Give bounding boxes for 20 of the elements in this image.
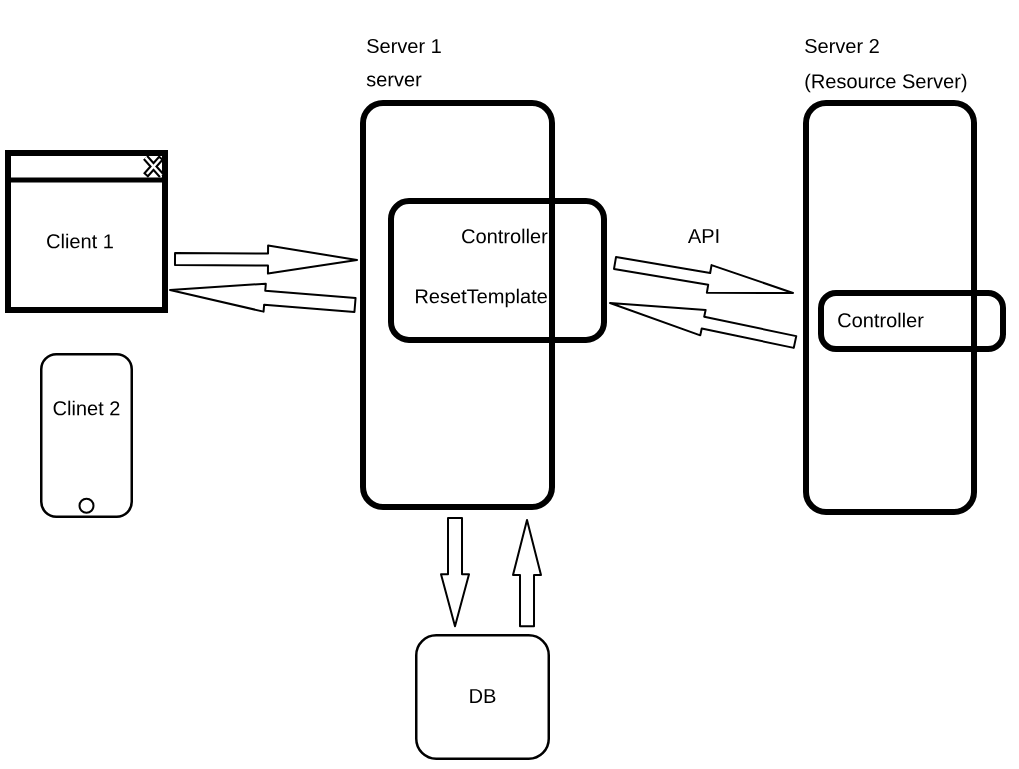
block-arrow (613, 256, 794, 294)
heading: (Resource Server) (805, 73, 967, 93)
box-label: ResetTemplate (416, 288, 547, 308)
box-label: Controller (838, 312, 924, 328)
heading: Server 1 (367, 38, 441, 54)
box-label: Clinet 2 (53, 400, 120, 416)
component-box (388, 198, 607, 343)
component-box (818, 290, 1006, 352)
block-arrow (609, 302, 798, 349)
block-arrow (440, 517, 470, 628)
box-label: Controller (462, 228, 548, 244)
database-box (415, 634, 550, 760)
block-arrow (169, 282, 357, 313)
block-arrow (173, 244, 358, 275)
box-label: DB (470, 689, 496, 703)
heading: Server 2 (805, 38, 879, 54)
heading: server (366, 75, 422, 87)
box-label: Client 1 (47, 233, 113, 249)
edge-label: API (685, 227, 723, 245)
block-arrow (512, 519, 542, 628)
